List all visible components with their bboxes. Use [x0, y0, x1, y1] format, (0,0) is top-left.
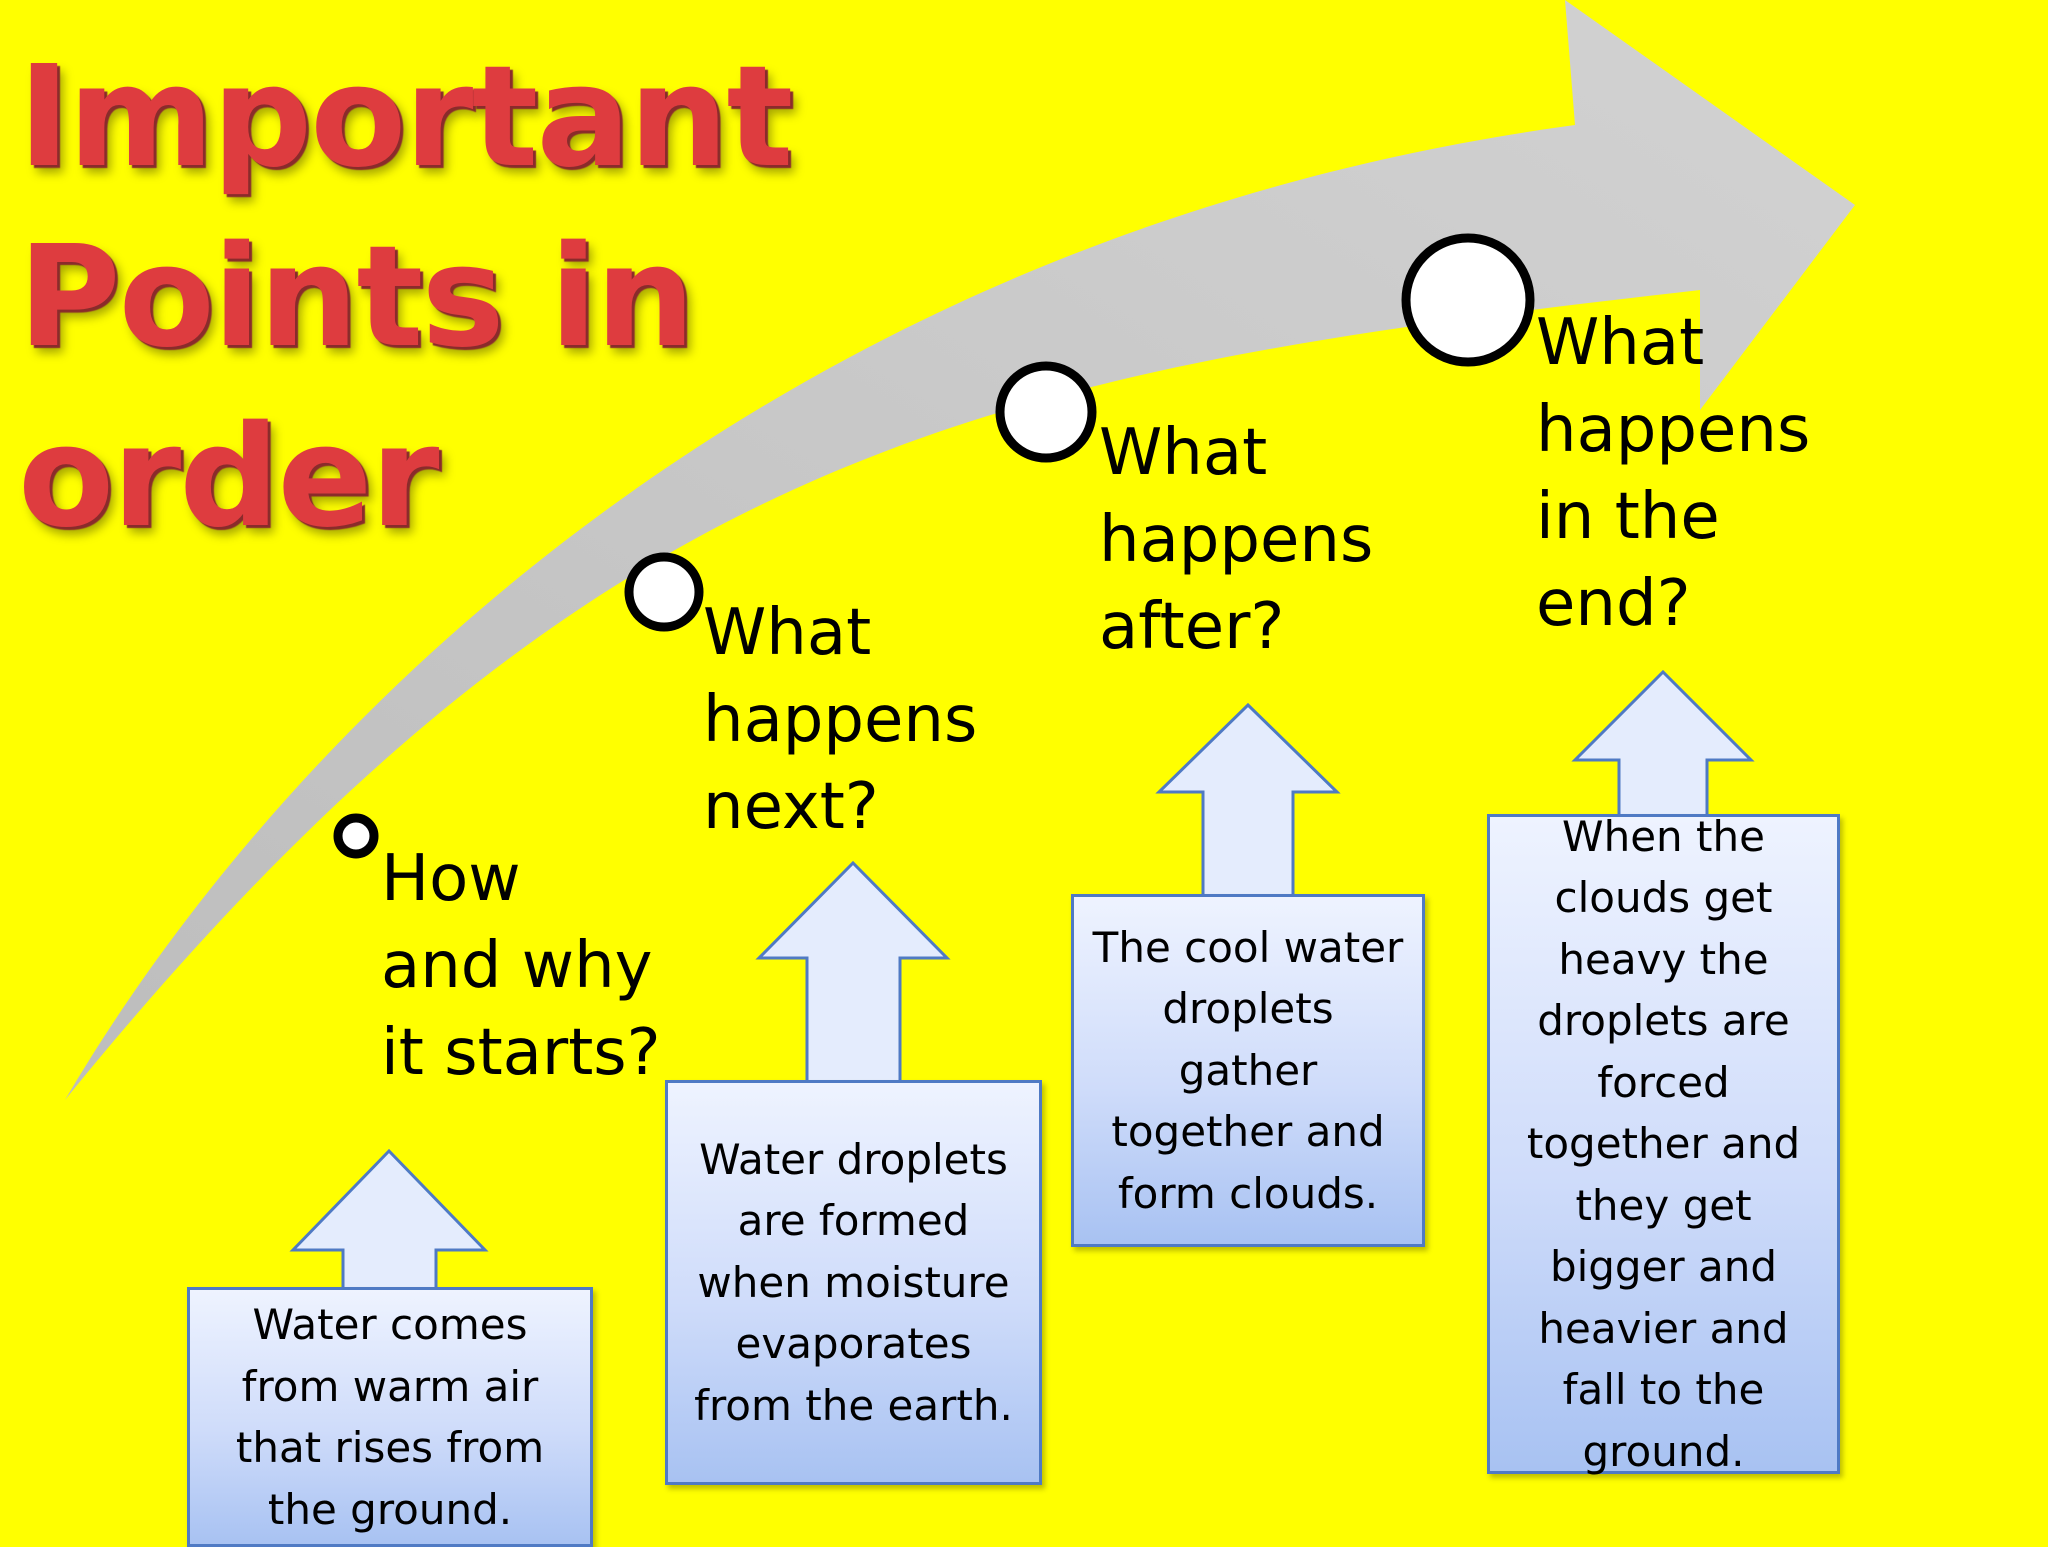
answer-line: clouds get	[1554, 873, 1773, 923]
question-line: happens	[703, 683, 978, 757]
answer-line: are formed	[737, 1196, 970, 1246]
question-line: and why	[381, 929, 653, 1003]
answer-line: Water comes	[252, 1300, 528, 1349]
answer-line: ground.	[1582, 1426, 1745, 1476]
step-2-answer-box: Water droplets are formed when moisture …	[665, 1080, 1042, 1485]
answer-line: evaporates	[735, 1319, 972, 1369]
answer-line: droplets	[1162, 984, 1334, 1034]
answer-line: forced	[1597, 1057, 1730, 1107]
question-line: What	[1099, 416, 1268, 490]
step-marker-4	[1401, 233, 1535, 367]
answer-line: together and	[1526, 1119, 1801, 1169]
question-line: What	[1536, 306, 1705, 380]
answer-line: Water droplets	[699, 1134, 1008, 1184]
question-line: end?	[1536, 567, 1691, 641]
question-line: happens	[1536, 393, 1811, 467]
answer-line: The cool water	[1092, 922, 1404, 972]
answer-line: bigger and	[1549, 1242, 1778, 1292]
question-line: in the	[1536, 480, 1720, 554]
step-marker-2	[624, 552, 704, 632]
step-1-answer-box: Water comes from warm air that rises fro…	[187, 1287, 593, 1547]
answer-line: from the earth.	[694, 1380, 1013, 1430]
step-2-question: What happens next?	[703, 590, 977, 851]
answer-line: together and	[1111, 1107, 1385, 1157]
answer-line: heavier and	[1538, 1303, 1789, 1353]
answer-line: that rises from	[235, 1423, 545, 1472]
up-arrow-1-icon	[289, 1148, 489, 1292]
answer-line: they get	[1575, 1180, 1752, 1230]
answer-line: fall to the	[1562, 1365, 1765, 1415]
question-line: after?	[1099, 590, 1285, 664]
up-arrow-3-icon	[1155, 702, 1341, 899]
answer-line: heavy the	[1558, 934, 1769, 984]
slide-title: Important Points in order	[18, 28, 793, 568]
answer-line: When the	[1562, 811, 1765, 861]
question-line: How	[381, 842, 521, 916]
step-4-answer-box: When the clouds get heavy the droplets a…	[1487, 812, 1840, 1476]
step-3-answer-box: The cool water droplets gather together …	[1071, 894, 1425, 1247]
title-line: Important	[18, 36, 793, 199]
question-line: it starts?	[381, 1016, 661, 1090]
up-arrow-4-icon	[1571, 669, 1755, 819]
question-line: happens	[1099, 503, 1374, 577]
answer-line: droplets are	[1537, 996, 1790, 1046]
title-line: order	[18, 396, 439, 559]
up-arrow-2-icon	[755, 860, 951, 1085]
answer-line: the ground.	[267, 1484, 513, 1534]
step-marker-1	[333, 813, 379, 859]
answer-line: from warm air	[241, 1361, 539, 1411]
step-marker-3	[995, 361, 1097, 463]
step-3-question: What happens after?	[1099, 410, 1373, 671]
answer-line: gather	[1178, 1045, 1318, 1095]
question-line: next?	[703, 770, 879, 844]
answer-line: when moisture	[697, 1257, 1010, 1307]
question-line: What	[703, 596, 872, 670]
step-4-question: What happens in the end?	[1536, 300, 1810, 648]
step-1-question: How and why it starts?	[381, 836, 661, 1097]
answer-line: form clouds.	[1117, 1168, 1379, 1218]
title-line: Points in	[18, 216, 695, 379]
